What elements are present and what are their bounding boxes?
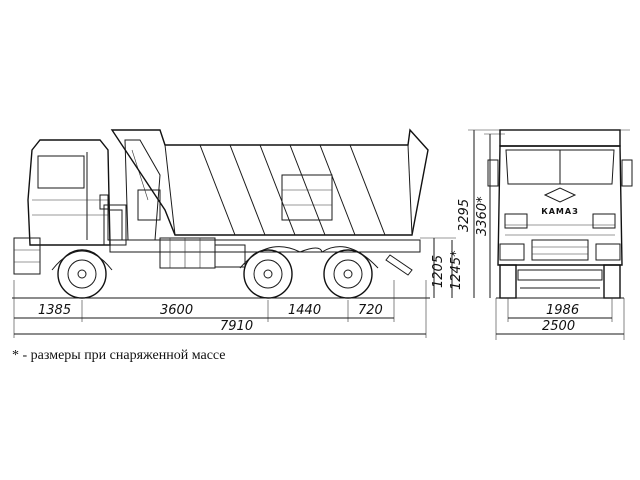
front-view: 3295 3360* КАМАЗ bbox=[457, 129, 633, 340]
dim-bogie-spacing: 1440 bbox=[288, 303, 321, 318]
rear-fenders bbox=[239, 246, 379, 269]
dim-wheelbase-front: 3600 bbox=[160, 303, 193, 318]
front-axle bbox=[496, 264, 624, 299]
dim-overall-width: 2500 bbox=[542, 319, 575, 334]
chassis-frame bbox=[109, 237, 421, 276]
dump-body bbox=[110, 128, 429, 236]
cab-front bbox=[487, 145, 633, 266]
dim-front-overhang: 1385 bbox=[38, 303, 71, 318]
dim-overall-height-curb: 3360* bbox=[475, 196, 490, 236]
exhaust-column bbox=[124, 139, 161, 241]
side-height-dimensions bbox=[420, 237, 456, 298]
side-view: 1385 3600 1440 720 7910 1205 1245* bbox=[12, 128, 464, 338]
footnote: * - размеры при снаряженной массе bbox=[12, 348, 226, 363]
front-wheel bbox=[51, 249, 113, 299]
dim-overall-height: 3295 bbox=[457, 199, 472, 232]
side-length-dimensions bbox=[13, 280, 427, 338]
body-front-edge bbox=[499, 129, 621, 147]
front-width-dimensions bbox=[495, 298, 625, 340]
dim-track-width: 1986 bbox=[546, 303, 579, 318]
rear-wheel-1 bbox=[243, 249, 293, 299]
rear-wheel-2 bbox=[323, 249, 373, 299]
dim-frame-height-curb: 1245* bbox=[449, 250, 464, 290]
dim-frame-height: 1205 bbox=[431, 255, 446, 288]
front-badge: КАМАЗ bbox=[541, 207, 579, 216]
dim-rear-overhang: 720 bbox=[358, 303, 383, 318]
dim-overall-length: 7910 bbox=[220, 319, 253, 334]
